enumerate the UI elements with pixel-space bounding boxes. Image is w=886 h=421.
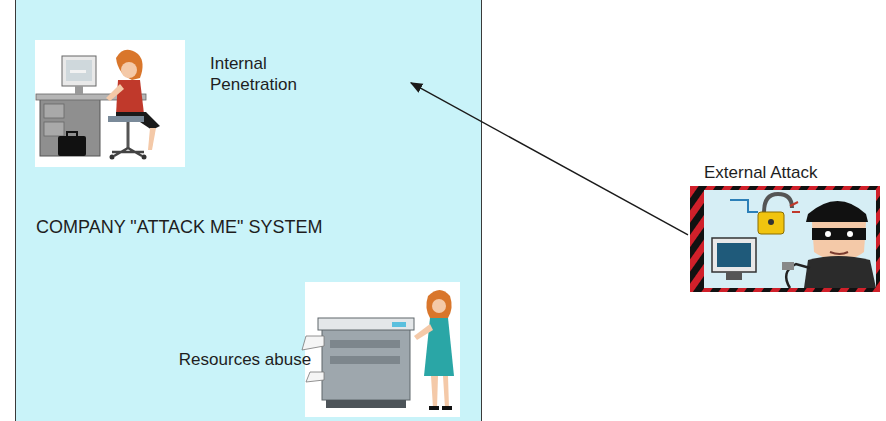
node-label: COMPANY "ATTACK ME" SYSTEM bbox=[36, 216, 476, 239]
node-label: Resources abuse bbox=[172, 349, 318, 370]
internal-penetration-node: Internal Penetration bbox=[36, 36, 411, 166]
system-boundary: COMPANY "ATTACK ME" SYSTEM Internal Penet… bbox=[15, 0, 482, 421]
external-attack-node: External Attack bbox=[688, 158, 886, 293]
resources-abuse-node: Resources abuse bbox=[166, 273, 466, 413]
node-label: Internal Penetration bbox=[210, 53, 340, 96]
hacker-picture bbox=[690, 186, 880, 292]
node-label: External Attack bbox=[704, 162, 882, 183]
